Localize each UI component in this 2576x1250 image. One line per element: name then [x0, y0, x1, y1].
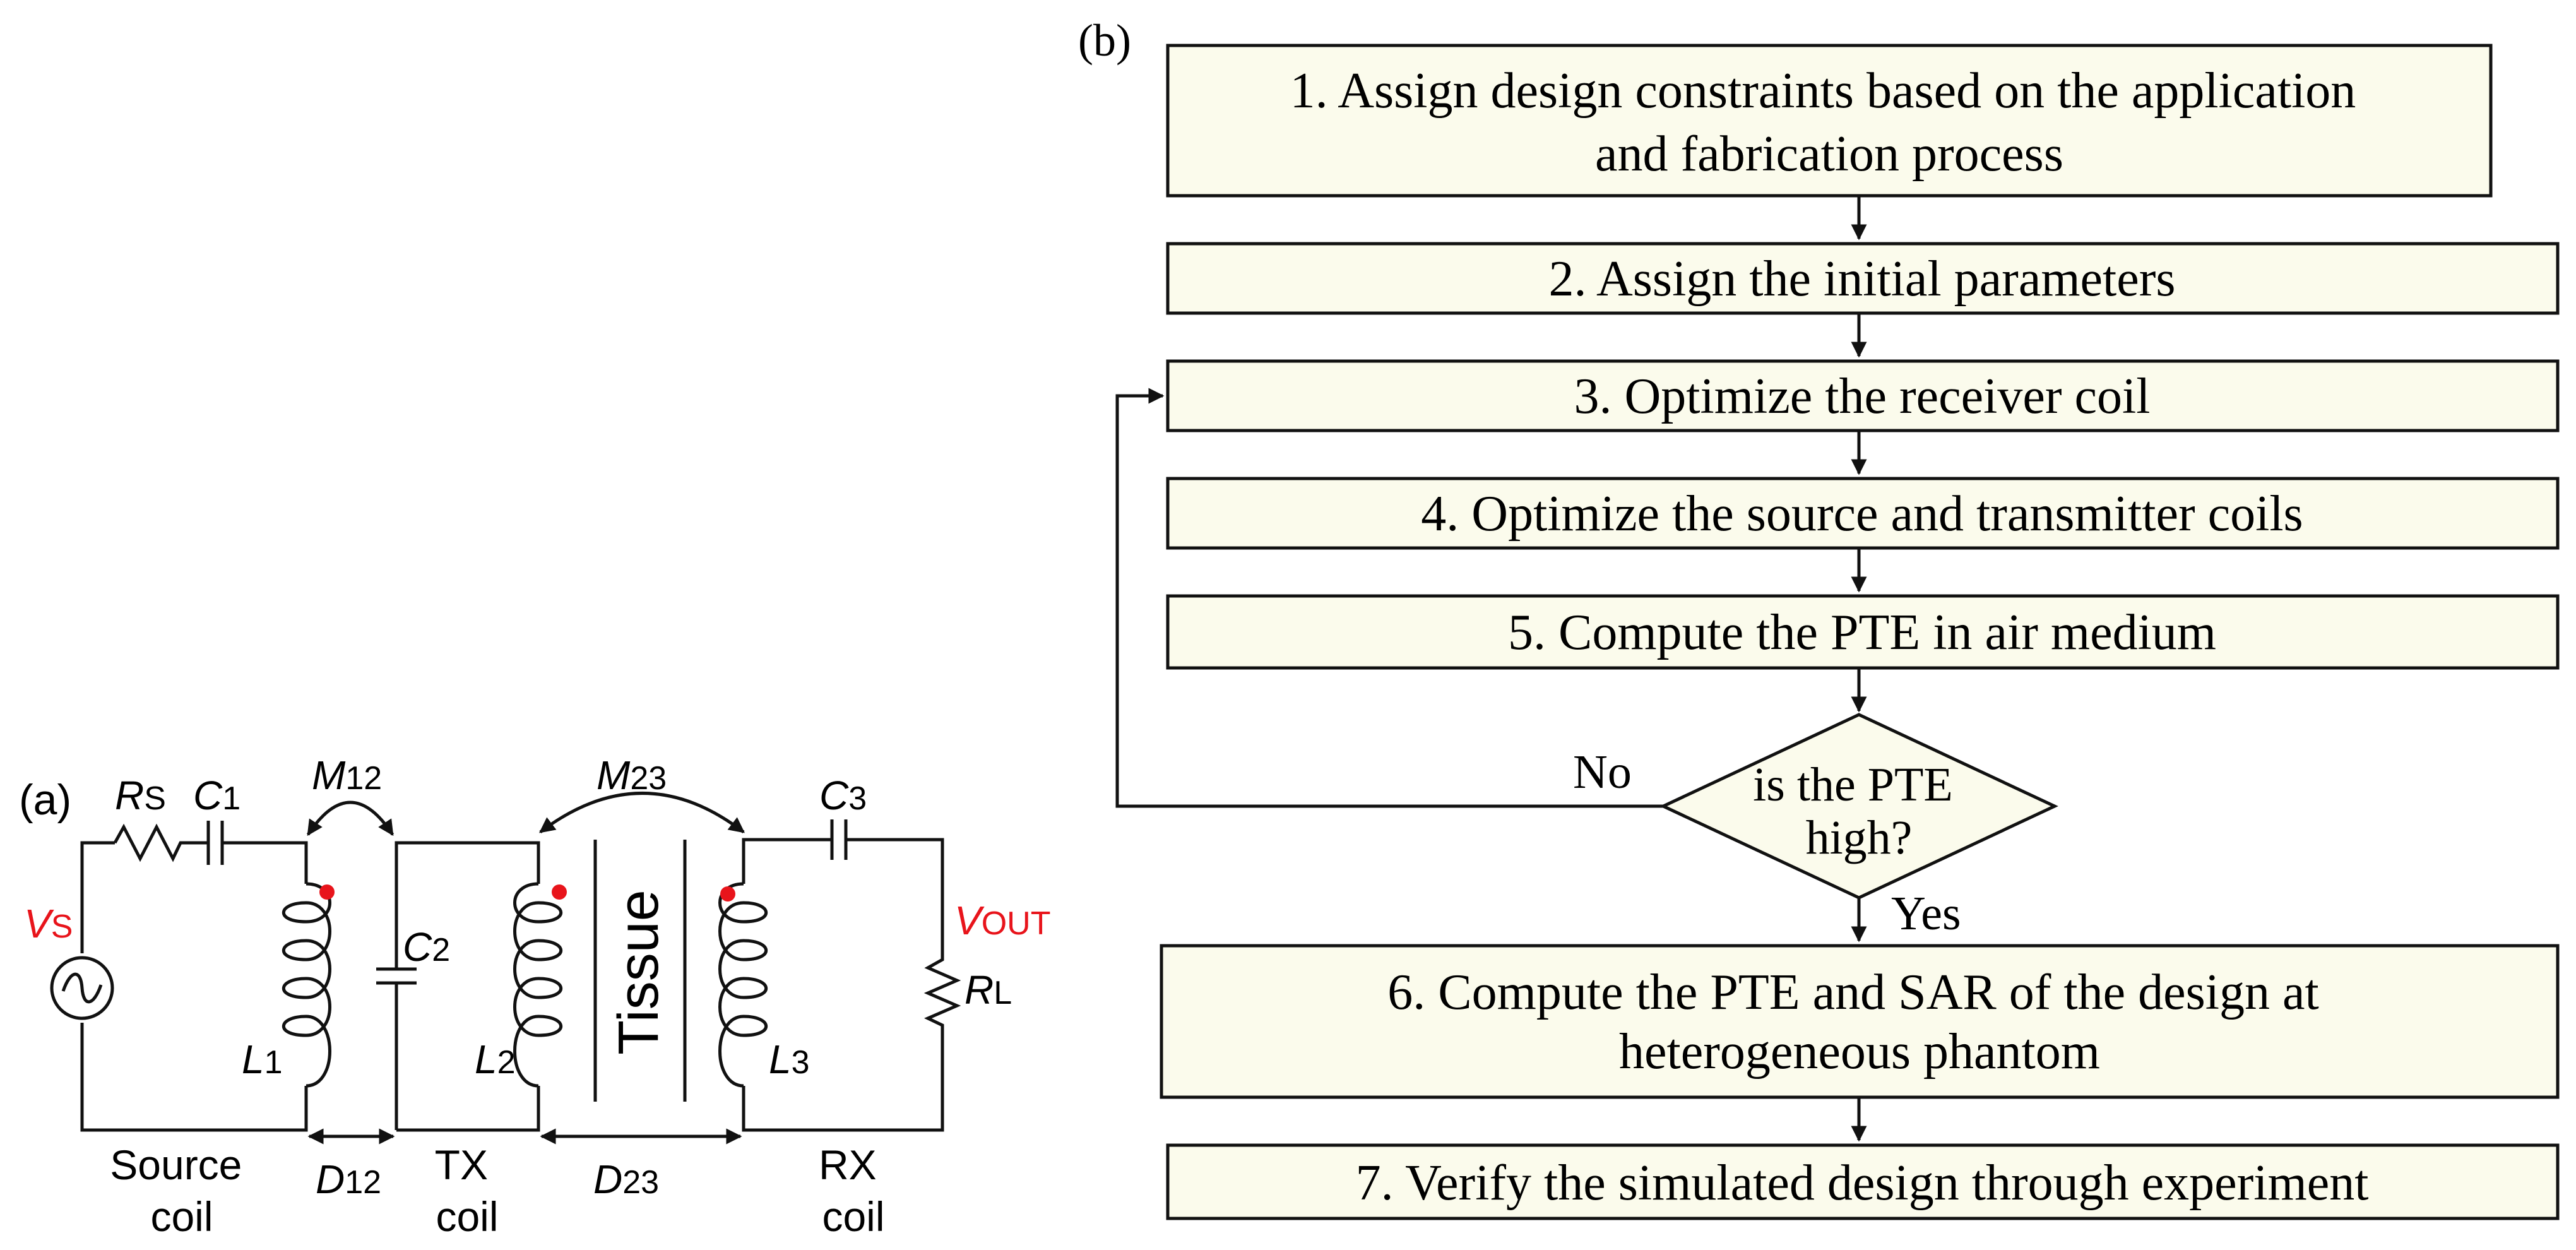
step-3-text: 3. Optimize the receiver coil [1574, 369, 2151, 424]
panel-b-label: (b) [1078, 15, 1131, 66]
dot-marker-l2 [552, 884, 567, 900]
capacitor-c3-label: C3 [819, 773, 867, 818]
step-2-box: 2. Assign the initial parameters [1166, 242, 2560, 315]
distance-d12-label: D12 [316, 1157, 381, 1202]
mutual-m12-label: M12 [312, 753, 382, 798]
tx-loop-wires [395, 841, 540, 1132]
yes-label: Yes [1891, 887, 1961, 940]
inductor-l3-symbol [718, 882, 768, 1088]
step-6-text: 6. Compute the PTE and SAR of the design… [1387, 965, 2331, 1080]
inductor-l2-label: L2 [475, 1037, 516, 1082]
step-6-box: 6. Compute the PTE and SAR of the design… [1160, 944, 2560, 1099]
panel-a-label: (a) [19, 776, 71, 824]
inductor-l2-symbol [513, 882, 563, 1088]
capacitor-c2-symbol [376, 967, 417, 985]
tx-coil-label: TX coil [435, 1141, 500, 1240]
source-resistor-symbol [113, 823, 203, 862]
no-label: No [1573, 746, 1632, 799]
decision-diamond: is the PTE high? [1659, 713, 2058, 900]
circuit-diagram: (a) [19, 753, 1050, 1240]
rx-coil-label: RX coil [819, 1141, 888, 1240]
mutual-m23-label: M23 [597, 753, 667, 798]
step-1-box: 1. Assign design constraints based on th… [1166, 44, 2493, 198]
load-resistor-label: RL [965, 967, 1012, 1013]
mutual-coupling-m23-arrow [539, 792, 745, 833]
step-4-box: 4. Optimize the source and transmitter c… [1166, 477, 2560, 550]
distance-d23-label: D23 [593, 1157, 659, 1202]
source-loop-wires [80, 841, 308, 1132]
capacitor-c1-symbol [203, 821, 246, 865]
ac-source-symbol [50, 956, 114, 1020]
tissue-region: Tissue [593, 840, 687, 1102]
inductor-l3-label: L3 [769, 1037, 810, 1082]
source-resistor-label: RS [115, 773, 166, 818]
source-coil-label: Source coil [110, 1141, 253, 1240]
inductor-l1-symbol [282, 882, 331, 1088]
dot-marker-l1 [319, 884, 335, 900]
capacitor-c2-label: C2 [403, 924, 450, 970]
step-4-text: 4. Optimize the source and transmitter c… [1421, 486, 2303, 542]
mutual-coupling-m12-arrow [306, 801, 395, 836]
capacitor-c1-label: C1 [193, 773, 240, 818]
dot-marker-l3 [720, 886, 735, 902]
step-2-text: 2. Assign the initial parameters [1548, 251, 2175, 307]
load-resistor-symbol [923, 931, 961, 1048]
no-feedback-arrow [1115, 388, 1663, 808]
step-7-box: 7. Verify the simulated design through e… [1166, 1143, 2560, 1220]
output-voltage-label: VOUT [954, 898, 1050, 943]
capacitor-c3-symbol [830, 819, 871, 860]
step-1-text: 1. Assign design constraints based on th… [1290, 63, 2369, 182]
flowchart: (b) 1. Assign design constraints based o… [1078, 15, 2560, 1220]
tissue-label: Tissue [607, 890, 670, 1055]
inductor-l1-label: L1 [242, 1037, 283, 1082]
step-5-text: 5. Compute the PTE in air medium [1508, 605, 2216, 660]
rx-loop-wires [742, 838, 944, 1132]
decision-text: is the PTE high? [1753, 758, 1965, 864]
source-voltage-label: VS [24, 901, 73, 946]
step-5-box: 5. Compute the PTE in air medium [1166, 594, 2560, 670]
step-3-box: 3. Optimize the receiver coil [1166, 359, 2560, 432]
step-7-text: 7. Verify the simulated design through e… [1356, 1155, 2369, 1211]
